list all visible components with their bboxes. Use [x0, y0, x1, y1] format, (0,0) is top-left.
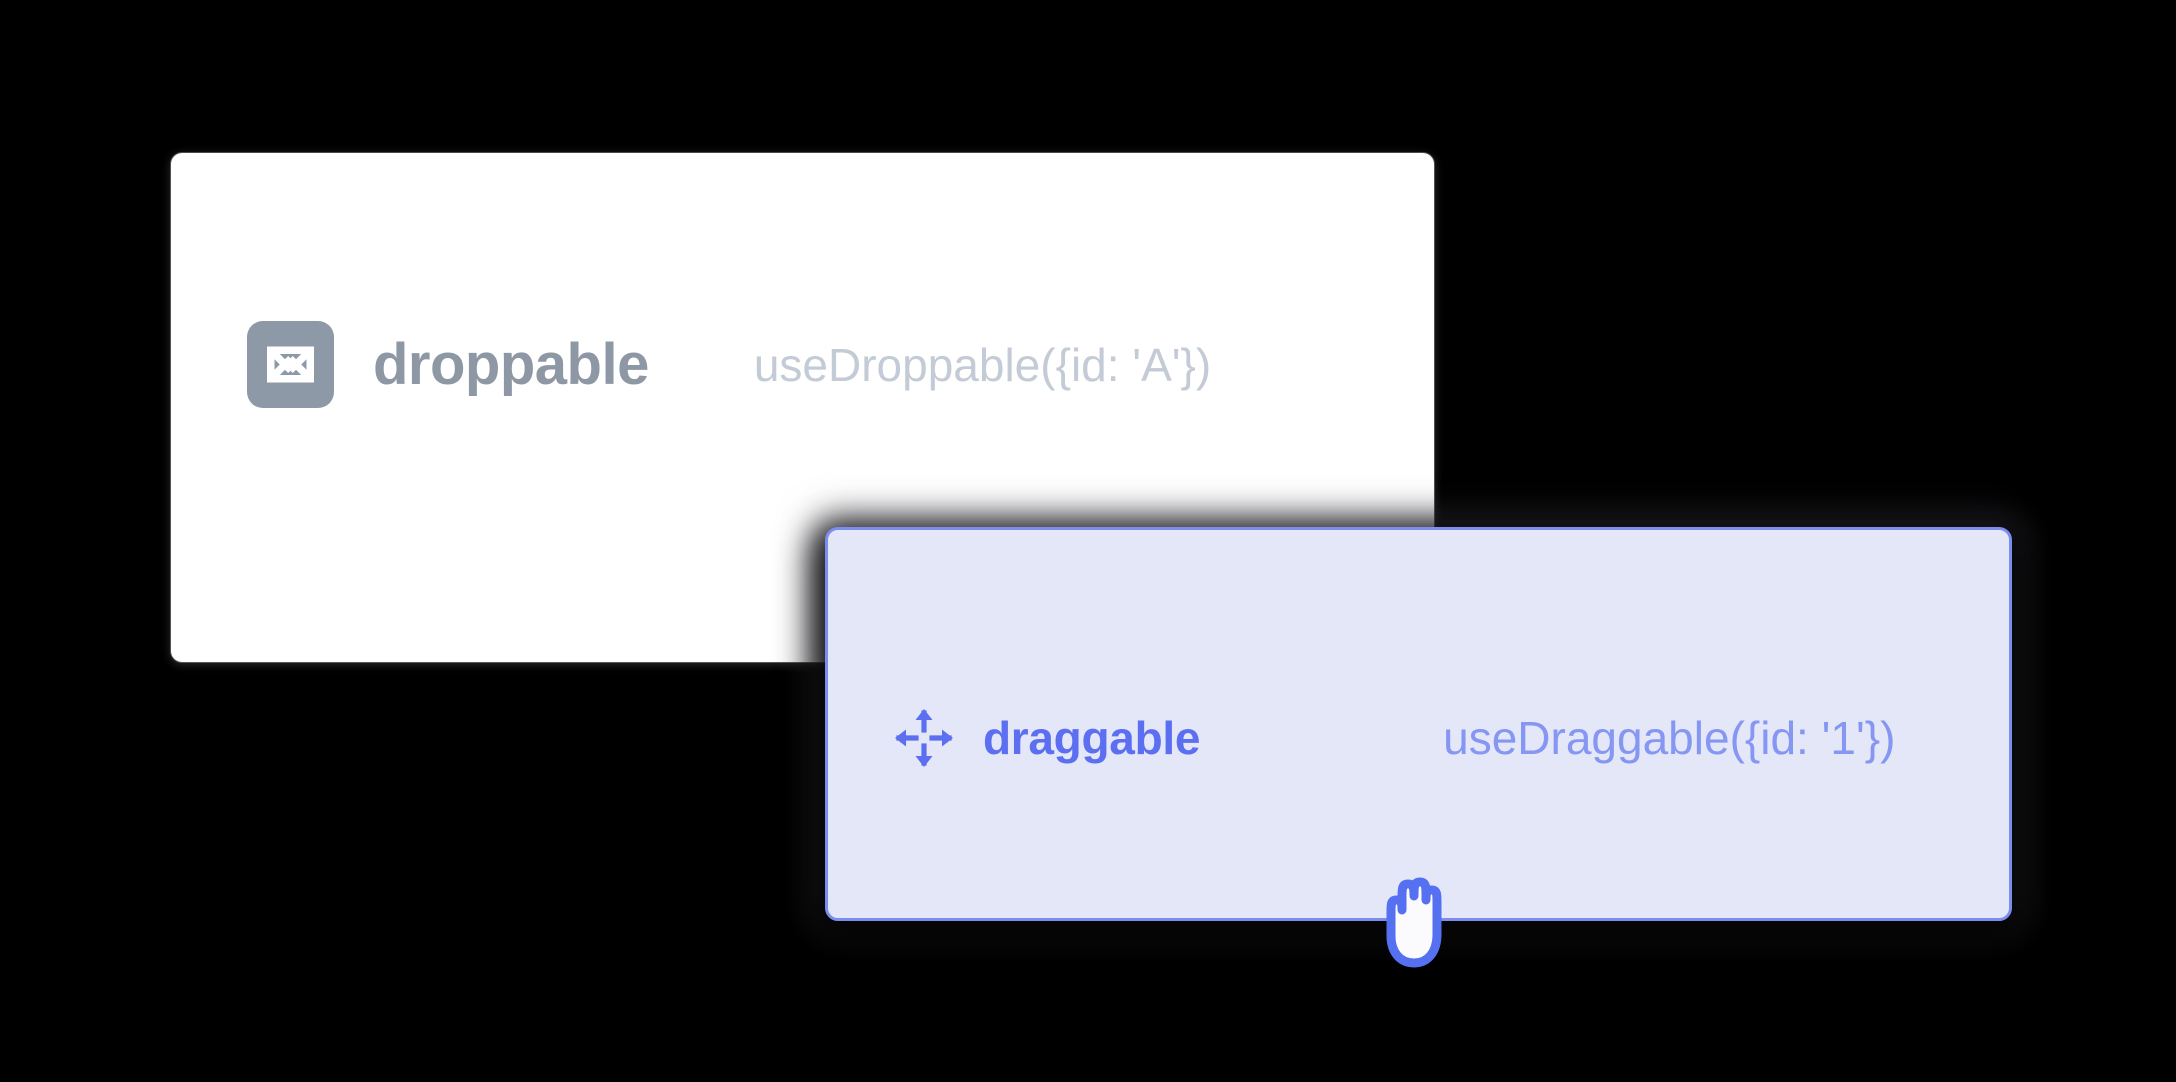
droppable-content-row: droppable useDroppable({id: 'A'}) — [247, 321, 1211, 408]
droppable-label: droppable — [373, 332, 649, 397]
draggable-card[interactable]: draggable useDraggable({id: '1'}) — [825, 527, 2012, 921]
expand-arrows-icon — [247, 321, 334, 408]
draggable-label: draggable — [983, 712, 1201, 764]
draggable-content-row: draggable useDraggable({id: '1'}) — [891, 705, 1895, 771]
droppable-card[interactable]: droppable useDroppable({id: 'A'}) — [171, 153, 1434, 662]
move-arrows-icon — [891, 705, 957, 771]
draggable-code-hint: useDraggable({id: '1'}) — [1443, 712, 1896, 764]
droppable-code-hint: useDroppable({id: 'A'}) — [753, 338, 1212, 391]
